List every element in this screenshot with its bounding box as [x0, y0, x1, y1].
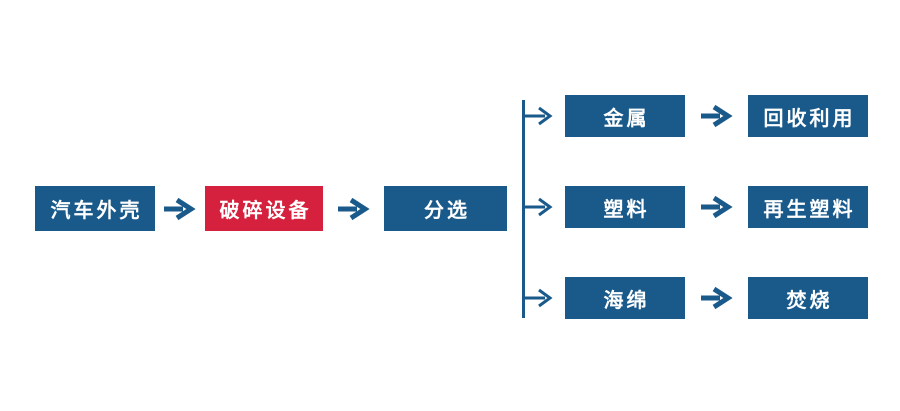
node-plastic: 塑料 — [565, 186, 685, 228]
arrow-right-icon — [701, 104, 733, 128]
arrow-right-icon — [338, 197, 370, 221]
node-sorting: 分选 — [384, 186, 507, 231]
node-recycling: 回收利用 — [748, 95, 868, 137]
arrow-right-icon — [701, 286, 733, 310]
arrow-right-icon — [523, 197, 553, 217]
arrow-right-icon — [701, 195, 733, 219]
arrow-right-icon — [164, 197, 196, 221]
branch-rail-line — [522, 100, 525, 318]
node-sponge: 海绵 — [565, 277, 685, 319]
node-incineration: 焚烧 — [748, 277, 868, 319]
node-recycled-plastic: 再生塑料 — [748, 186, 868, 228]
node-car-shell: 汽车外壳 — [35, 186, 155, 231]
node-metal: 金属 — [565, 95, 685, 137]
node-crushing-equipment: 破碎设备 — [205, 186, 323, 231]
arrow-right-icon — [523, 106, 553, 126]
arrow-right-icon — [523, 288, 553, 308]
